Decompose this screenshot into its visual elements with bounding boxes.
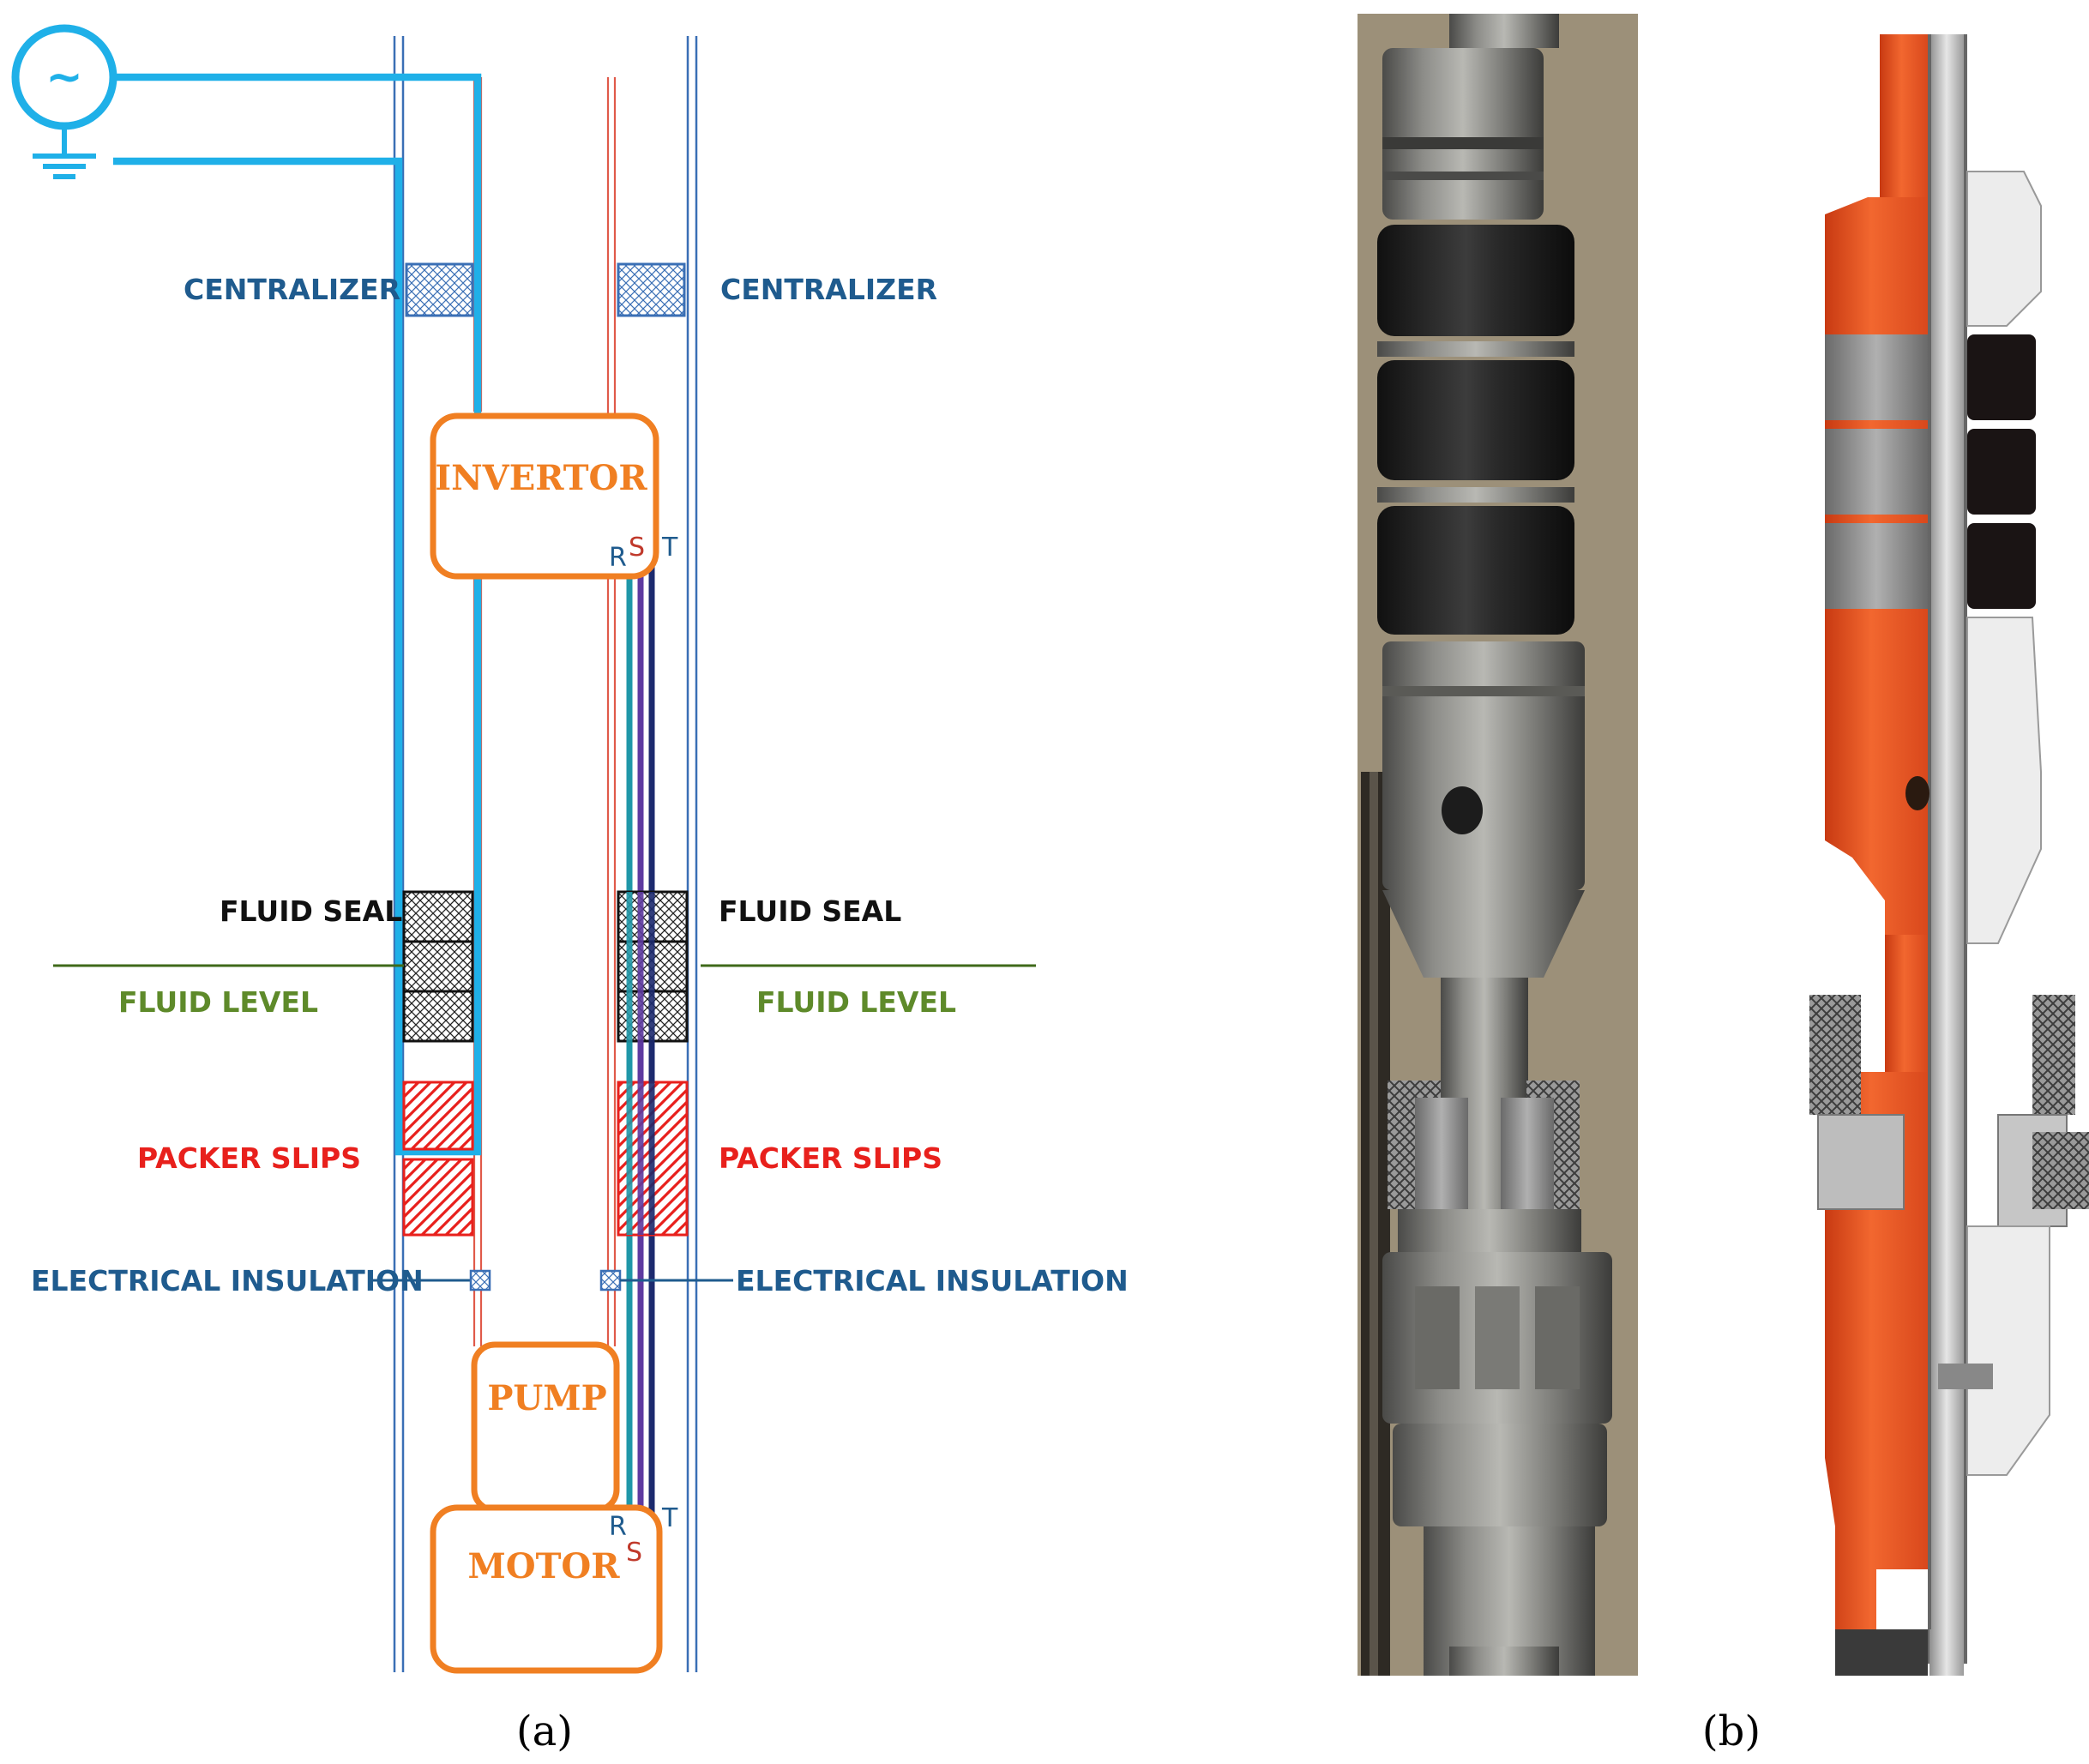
- casing-lines: [393, 36, 698, 1672]
- label-packer-slips-left: PACKER SLIPS: [137, 1141, 361, 1175]
- label-fluid-seal-left: FLUID SEAL: [220, 894, 402, 928]
- motor-phase-s: S: [626, 1538, 642, 1568]
- motor-box: MOTOR: [430, 1504, 663, 1674]
- tubing-lines: [473, 77, 617, 1346]
- centralizer-left: [405, 262, 474, 317]
- pump-label: PUMP: [487, 1378, 606, 1418]
- packer-slips-left: [402, 1081, 474, 1237]
- panel-a-diagram: ~: [11, 24, 1129, 1674]
- pump-box: PUMP: [471, 1341, 620, 1514]
- label-fluid-level-right: FLUID LEVEL: [756, 985, 956, 1019]
- caption-b: (b): [1702, 1707, 1761, 1755]
- three-phase-cable-overlay: [626, 892, 655, 1235]
- invertor-phase-t: T: [661, 533, 678, 563]
- centralizer-right: [617, 262, 686, 317]
- invertor-phase-r: R: [609, 543, 627, 573]
- motor-phase-t: T: [661, 1503, 678, 1533]
- power-cable: [113, 73, 482, 1156]
- label-electrical-insulation-left: ELECTRICAL INSULATION: [31, 1264, 424, 1297]
- label-packer-slips-right: PACKER SLIPS: [719, 1141, 942, 1175]
- label-centralizer-right: CENTRALIZER: [720, 273, 937, 306]
- label-fluid-seal-right: FLUID SEAL: [719, 894, 901, 928]
- label-electrical-insulation-right: ELECTRICAL INSULATION: [736, 1264, 1129, 1297]
- invertor-phase-s: S: [629, 533, 645, 563]
- panel-b-photo: [1358, 14, 1638, 1676]
- invertor-label: INVERTOR: [435, 458, 647, 498]
- caption-a: (a): [516, 1707, 573, 1755]
- motor-phase-r: R: [609, 1512, 627, 1542]
- ac-source-icon: ~: [11, 24, 117, 179]
- electrical-insulation-right: [599, 1269, 733, 1291]
- label-fluid-level-left: FLUID LEVEL: [118, 985, 318, 1019]
- invertor-box: INVERTOR: [430, 412, 659, 580]
- fluid-seal-left: [402, 890, 474, 1043]
- motor-label: MOTOR: [468, 1546, 621, 1586]
- panel-b-cross-section: [1792, 34, 2089, 1676]
- ac-source-symbol: ~: [45, 51, 83, 103]
- label-centralizer-left: CENTRALIZER: [184, 273, 400, 306]
- electrical-insulation-left: [369, 1269, 491, 1291]
